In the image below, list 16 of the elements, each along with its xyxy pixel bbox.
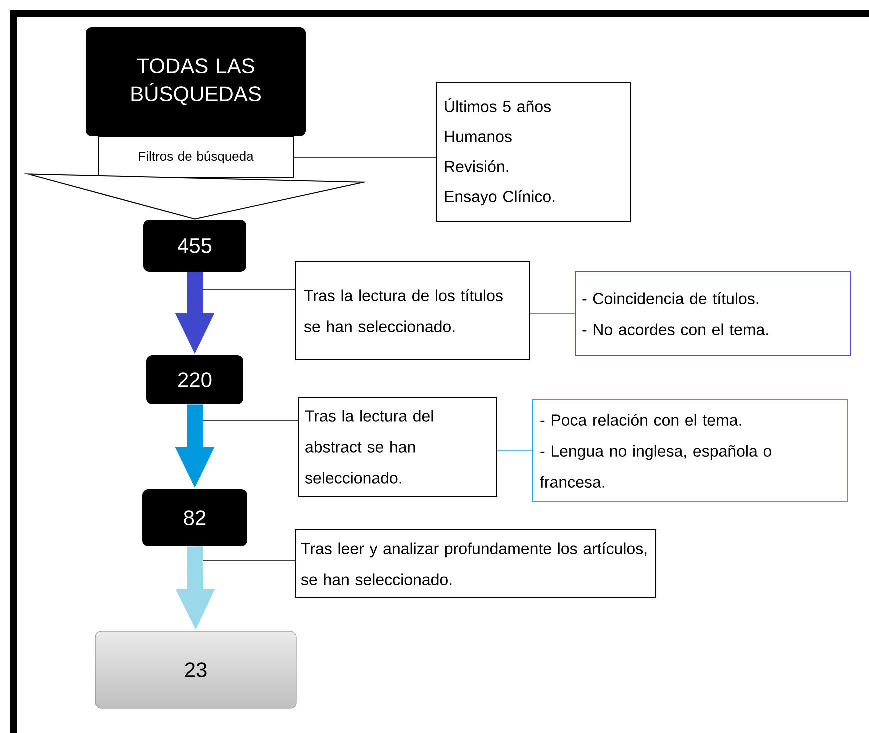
count-box: 82 [142,490,248,546]
text-box: Últimos 5 años Humanos Revisión. Ensayo Clínico. [436,82,632,222]
text-box: - Poca relación con el tema. - Lengua no inglesa, española o francesa. [532,400,848,502]
text-box: Tras la lectura de los títulos se han seleccionado. [296,262,530,360]
count-box: 220 [146,356,244,404]
result-box: 23 [95,631,297,709]
count-box: 455 [144,220,246,272]
connector-line [294,157,437,158]
text-box: Tras la lectura del abstract se han seleccionado. [298,397,498,497]
count-box: TODAS LAS BÚSQUEDAS [86,28,306,136]
leader-line [202,560,296,562]
arrow-body: Filtros de búsqueda [98,136,294,178]
text-box: Tras leer y analizar profundamente los artículos, se han seleccionado. [296,530,656,598]
leader-line [202,420,299,422]
text-box: - Coincidencia de títulos. - No acordes con el tema. [575,272,851,356]
connector-line [497,450,532,452]
